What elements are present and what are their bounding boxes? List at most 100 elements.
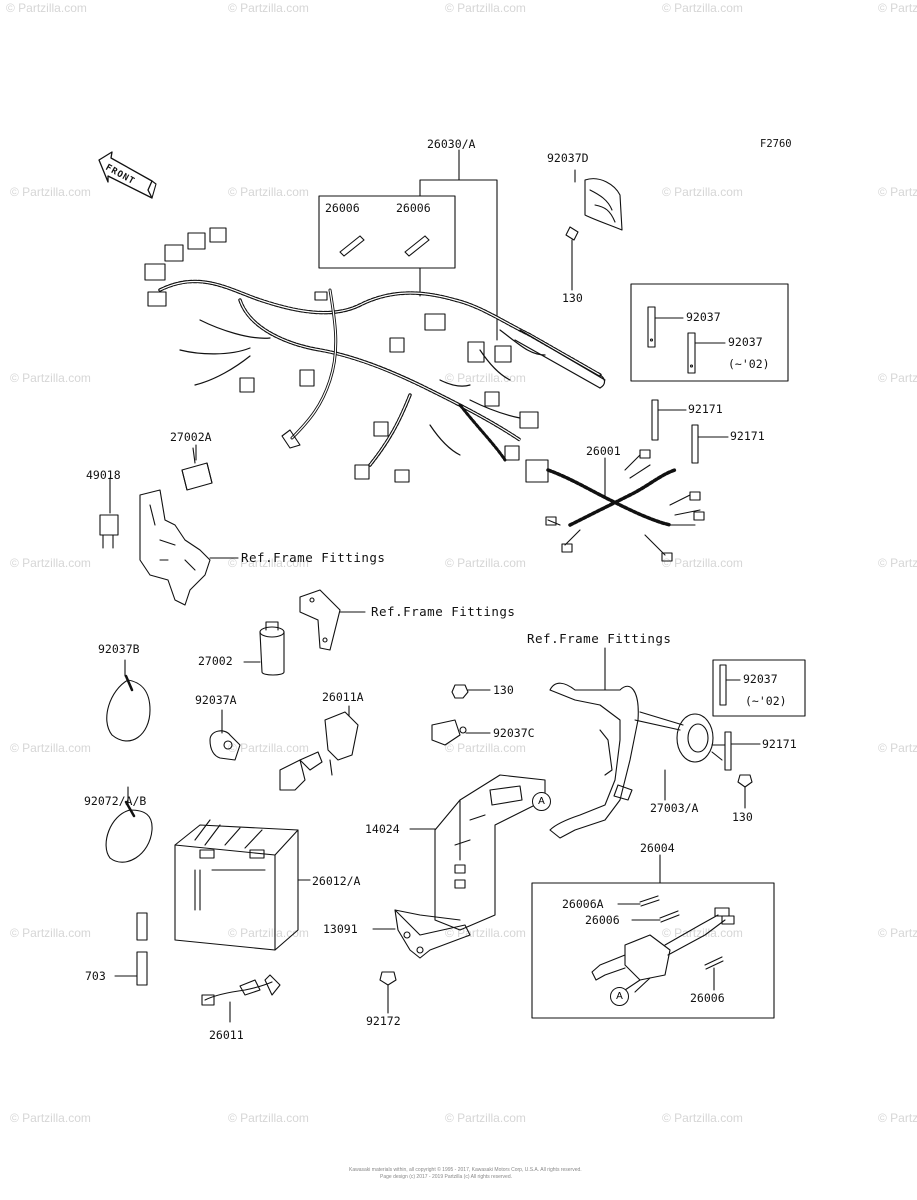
watermark: © Partzilla.com	[228, 741, 309, 755]
watermark: © Partzilla.com	[10, 371, 91, 385]
part-label: 92171	[730, 429, 765, 443]
watermark: © Partzilla.com	[878, 1, 917, 15]
watermark: © Partzilla.com	[662, 1111, 743, 1125]
bolt-icon	[451, 684, 469, 699]
watermark: © Partzilla.com	[228, 185, 309, 199]
part-label: 27003/A	[650, 801, 699, 815]
relay-cylinder-icon	[259, 621, 285, 676]
battery-icon	[174, 819, 299, 951]
part-label: 14024	[365, 822, 400, 836]
watermark: © Partzilla.com	[445, 1, 526, 15]
clamp-icon	[209, 730, 241, 761]
battery-cable-icon	[201, 974, 281, 1006]
watermark: © Partzilla.com	[878, 556, 917, 570]
part-label: 26011A	[322, 690, 364, 704]
part-label: 92171	[762, 737, 797, 751]
sub-harness-icon	[525, 449, 705, 562]
watermark: © Partzilla.com	[878, 185, 917, 199]
part-label: 26006A	[562, 897, 604, 911]
watermark: © Partzilla.com	[445, 741, 526, 755]
part-label: 130	[732, 810, 753, 824]
battery-bracket-icon	[434, 774, 546, 931]
watermark: © Partzilla.com	[228, 1, 309, 15]
part-label: (~'02)	[728, 357, 770, 371]
part-label: 130	[562, 291, 583, 305]
watermark: © Partzilla.com	[10, 926, 91, 940]
copyright-line: Kawasaki materials within, all copyright…	[349, 1167, 582, 1173]
callout-marker-a: A	[610, 987, 629, 1006]
watermark: © Partzilla.com	[662, 556, 743, 570]
part-label: 26006	[690, 991, 725, 1005]
watermark: © Partzilla.com	[228, 556, 309, 570]
watermark: © Partzilla.com	[445, 1111, 526, 1125]
part-label: 27002	[198, 654, 233, 668]
clamp-icon	[565, 178, 623, 241]
watermark: © Partzilla.com	[878, 741, 917, 755]
watermark: © Partzilla.com	[10, 185, 91, 199]
part-label: (~'02)	[745, 694, 787, 708]
watermark: © Partzilla.com	[878, 371, 917, 385]
tube-icon	[136, 912, 148, 986]
connector-icon	[144, 227, 539, 483]
horn-bracket-icon	[549, 682, 639, 839]
part-label: 13091	[323, 922, 358, 936]
part-label: 49018	[86, 468, 121, 482]
part-label: 26012/A	[312, 874, 361, 888]
part-label: 130	[493, 683, 514, 697]
watermark: © Partzilla.com	[662, 185, 743, 199]
part-label: 92037D	[547, 151, 589, 165]
part-label: 26006	[325, 201, 360, 215]
part-label: 92072/A/B	[84, 794, 147, 808]
part-label: 92037A	[195, 693, 237, 707]
band-strip-icon	[647, 306, 732, 771]
watermark: © Partzilla.com	[445, 556, 526, 570]
part-label: 703	[85, 969, 106, 983]
terminal-pin-icon	[639, 895, 724, 970]
watermark: © Partzilla.com	[662, 926, 743, 940]
terminal-cap-icon	[279, 711, 359, 791]
part-label: 26004	[640, 841, 675, 855]
watermark: © Partzilla.com	[6, 1, 87, 15]
front-arrow-icon	[98, 151, 157, 199]
band-icon	[106, 674, 151, 742]
part-label: 92172	[366, 1014, 401, 1028]
bolt-icon	[737, 774, 753, 788]
part-label: 92037C	[493, 726, 535, 740]
terminal-pin-icon	[339, 235, 430, 257]
relay-icon	[181, 447, 213, 491]
watermark: © Partzilla.com	[10, 1111, 91, 1125]
figure-code: F2760	[760, 138, 792, 150]
ignition-coil-icon	[591, 907, 735, 993]
watermark: © Partzilla.com	[445, 371, 526, 385]
part-label: 92171	[688, 402, 723, 416]
watermark: © Partzilla.com	[878, 1111, 917, 1125]
part-label: 92037	[686, 310, 721, 324]
clamp-icon	[431, 719, 467, 746]
ref-frame-fittings-label: Ref.Frame Fittings	[527, 631, 672, 646]
watermark: © Partzilla.com	[662, 1, 743, 15]
part-label: 92037	[743, 672, 778, 686]
part-label: 92037B	[98, 642, 140, 656]
part-label: 92037	[728, 335, 763, 349]
copyright-line: Page design (c) 2017 - 2019 Partzilla (c…	[380, 1174, 513, 1180]
ref-frame-fittings-label: Ref.Frame Fittings	[241, 550, 386, 565]
bracket-icon	[99, 489, 211, 606]
watermark: © Partzilla.com	[445, 926, 526, 940]
watermark: © Partzilla.com	[878, 926, 917, 940]
callout-marker-a: A	[532, 792, 551, 811]
part-label: 27002A	[170, 430, 212, 444]
bolt-icon	[379, 971, 397, 986]
horn-icon	[634, 711, 726, 763]
part-label: 26001	[586, 444, 621, 458]
watermark: © Partzilla.com	[10, 556, 91, 570]
part-label: 26030/A	[427, 137, 476, 151]
main-wiring-harness-icon	[158, 279, 606, 467]
watermark: © Partzilla.com	[228, 1111, 309, 1125]
frame-bracket-icon	[299, 589, 341, 651]
part-label: 26006	[585, 913, 620, 927]
ref-frame-fittings-label: Ref.Frame Fittings	[371, 604, 516, 619]
watermark: © Partzilla.com	[10, 741, 91, 755]
part-label: 26011	[209, 1028, 244, 1042]
